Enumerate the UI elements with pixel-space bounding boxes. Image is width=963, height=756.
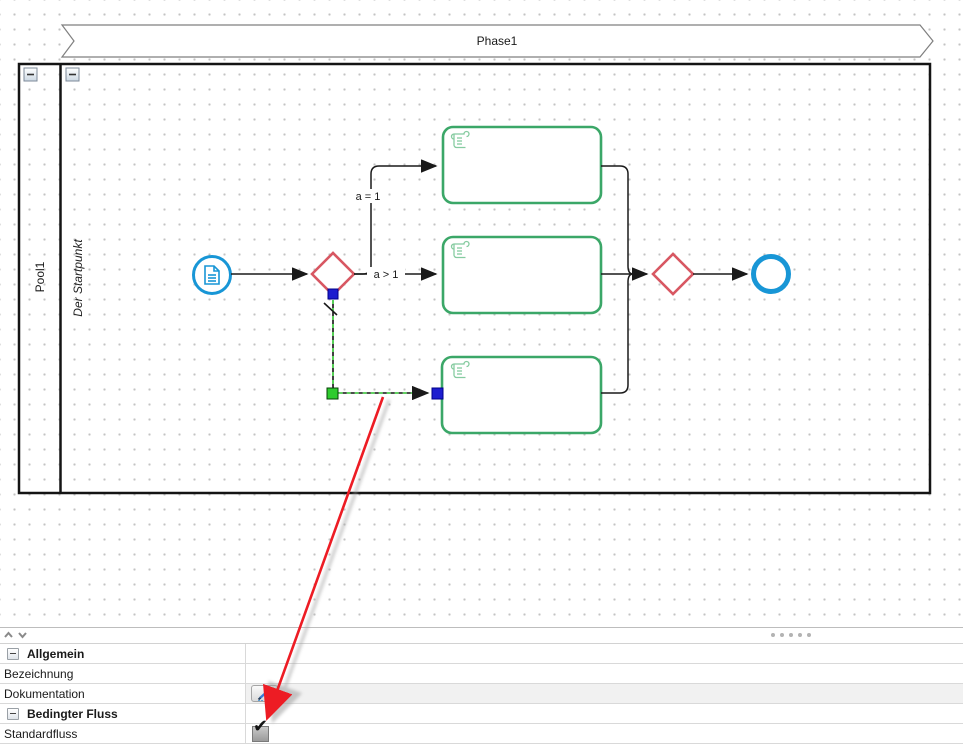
pencil-icon <box>257 686 272 701</box>
default-flow-slash <box>323 302 338 316</box>
pool-label: Pool1 <box>33 261 47 292</box>
svg-text:a = 1: a = 1 <box>356 191 381 203</box>
svg-text:a > 1: a > 1 <box>374 269 399 281</box>
collapse-down-icon[interactable] <box>18 631 27 639</box>
properties-panel: Allgemein Bezeichnung Dokumentation <box>0 627 963 756</box>
standardfluss-checkbox[interactable]: ✔ <box>252 717 269 742</box>
bezeichnung-value-field[interactable] <box>245 664 963 683</box>
flow-condition-a1[interactable] <box>354 159 438 275</box>
flow-task1-to-merge[interactable] <box>601 165 634 275</box>
row-standardfluss[interactable]: Standardfluss ✔ <box>0 717 963 744</box>
flow-task3-to-merge[interactable] <box>601 273 634 394</box>
section-allgemein[interactable]: Allgemein <box>0 644 963 664</box>
property-label: Dokumentation <box>4 686 85 701</box>
collapse-up-icon[interactable] <box>4 631 13 639</box>
diagram-canvas[interactable]: Phase1 Pool1 Der Startpunkt <box>0 0 963 627</box>
panel-resize-handle[interactable] <box>771 633 811 637</box>
document-start-icon <box>204 265 220 285</box>
phase-banner[interactable]: Phase1 <box>60 24 934 58</box>
script-task-2[interactable] <box>441 235 603 315</box>
start-event[interactable] <box>192 255 232 295</box>
selected-default-flow[interactable] <box>323 300 430 401</box>
flow-handle-target[interactable] <box>431 387 444 400</box>
script-task-icon <box>450 130 470 149</box>
phase-label: Phase1 <box>477 34 518 48</box>
flow-handle-waypoint[interactable] <box>326 387 339 400</box>
edit-documentation-button[interactable] <box>251 685 278 702</box>
property-label: Standardfluss <box>4 726 78 741</box>
row-bezeichnung[interactable]: Bezeichnung <box>0 664 963 684</box>
script-task-1[interactable] <box>441 125 603 205</box>
section-collapse-icon[interactable] <box>7 707 19 720</box>
lane-collapse-icon[interactable] <box>65 67 80 82</box>
properties-table: Allgemein Bezeichnung Dokumentation <box>0 643 963 756</box>
script-task-icon <box>450 240 470 259</box>
pool-collapse-icon[interactable] <box>23 67 38 82</box>
merge-gateway[interactable] <box>651 252 695 296</box>
script-task-3[interactable] <box>440 355 603 435</box>
panel-toolbar <box>0 628 963 643</box>
section-collapse-icon[interactable] <box>7 647 19 660</box>
lane-label: Der Startpunkt <box>71 239 85 317</box>
section-bedingter-fluss[interactable]: Bedingter Fluss <box>0 704 963 724</box>
end-event[interactable] <box>751 254 791 294</box>
pool[interactable]: Pool1 Der Startpunkt <box>17 62 932 495</box>
section-title: Allgemein <box>27 646 85 661</box>
script-task-icon <box>450 360 470 379</box>
section-title: Bedingter Fluss <box>27 706 118 721</box>
flow-label-a2[interactable]: a > 1 <box>367 267 405 281</box>
row-dokumentation[interactable]: Dokumentation <box>0 684 963 704</box>
flow-handle-source[interactable] <box>327 288 339 300</box>
flow-label-a1[interactable]: a = 1 <box>350 189 387 203</box>
check-icon: ✔ <box>253 715 269 737</box>
property-label: Bezeichnung <box>4 666 74 681</box>
panel-filler <box>0 744 963 756</box>
